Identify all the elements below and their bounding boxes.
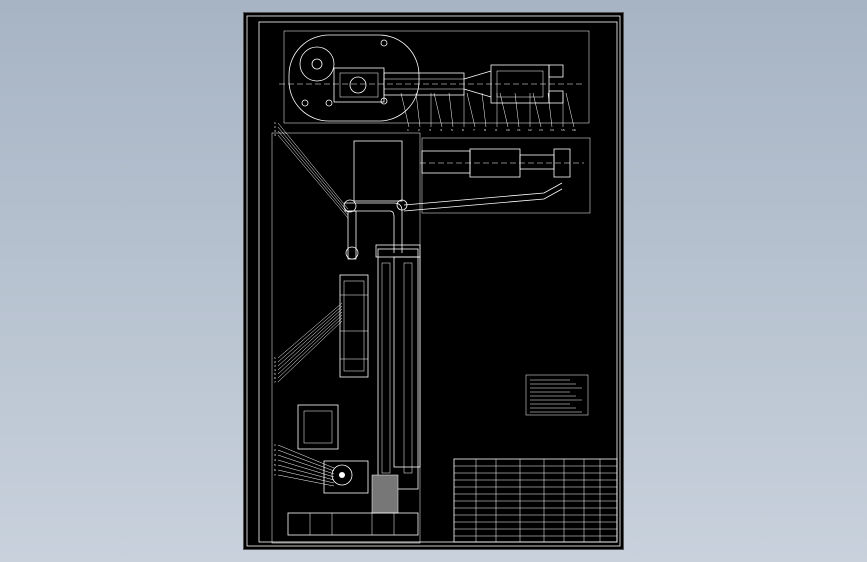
upper-arm-link xyxy=(403,182,563,206)
balloon-label: 4 xyxy=(440,128,442,132)
balloon-label: 16 xyxy=(572,128,576,132)
balloon-label: 1 xyxy=(274,121,276,125)
balloon-label: 4 xyxy=(274,458,276,462)
title-block xyxy=(453,458,618,543)
joint-pivot-2 xyxy=(396,199,408,211)
inner-frame xyxy=(258,21,618,543)
balloon-label: 3 xyxy=(274,129,276,133)
pulley-hub xyxy=(311,58,323,70)
motor-block-inner xyxy=(303,410,333,444)
balloon-label: 5 xyxy=(451,128,453,132)
column-guide-left xyxy=(381,262,391,474)
gear-center xyxy=(349,76,367,94)
balloon-label: 1 xyxy=(274,356,276,360)
column-assembly xyxy=(271,132,421,544)
base-gear-hub xyxy=(339,472,345,478)
balloon-label: 9 xyxy=(495,128,497,132)
pulley-disk xyxy=(299,46,335,82)
balloon-label: 1 xyxy=(407,128,409,132)
base-outline xyxy=(271,132,421,544)
balloon-label: 5 xyxy=(274,372,276,376)
gripper-jaw-lower xyxy=(548,90,564,104)
gear-block-inner xyxy=(339,72,379,98)
shoulder-housing xyxy=(353,140,403,202)
base-plate xyxy=(287,512,419,536)
mount-hole-3 xyxy=(380,39,388,47)
balloon-label: 15 xyxy=(561,128,565,132)
mount-hole-1 xyxy=(301,99,309,107)
balloon-label: 2 xyxy=(418,128,420,132)
balloon-label: 7 xyxy=(473,128,475,132)
column-cap xyxy=(375,244,421,258)
balloon-label: 3 xyxy=(274,364,276,368)
base-gear-box xyxy=(323,460,369,494)
motor-block xyxy=(297,404,339,450)
top-view-frame xyxy=(283,30,590,124)
balloon-label: 6 xyxy=(274,468,276,472)
balloon-label: 13 xyxy=(539,128,543,132)
balloon-label: 4 xyxy=(274,368,276,372)
wrist-shaft xyxy=(519,154,555,170)
balloon-label: 5 xyxy=(274,463,276,467)
notes-box xyxy=(525,374,589,416)
link-rod xyxy=(347,210,357,260)
balloon-label: 6 xyxy=(462,128,464,132)
balloon-label: 10 xyxy=(506,128,510,132)
balloon-label: 11 xyxy=(517,128,521,132)
gripper-jaw-upper xyxy=(548,64,564,78)
base-column-foot xyxy=(371,474,399,514)
side-view-arm-assembly xyxy=(403,137,591,214)
joint-pivot-3 xyxy=(345,246,359,260)
technical-notes xyxy=(525,374,589,416)
balloon-label: 12 xyxy=(528,128,532,132)
lift-cylinder-tube xyxy=(339,274,369,378)
outer-border xyxy=(246,15,621,547)
side-view-frame xyxy=(421,137,591,214)
elbow-bend xyxy=(344,202,403,253)
balloon-label: 14 xyxy=(550,128,554,132)
column-guide-right xyxy=(403,262,413,474)
lift-cylinder-inner xyxy=(343,280,365,372)
balloon-label: 2 xyxy=(274,360,276,364)
mount-hole-2 xyxy=(325,99,333,107)
top-view-body xyxy=(288,34,420,122)
balloon-label: 2 xyxy=(274,448,276,452)
title-block-frame xyxy=(453,458,618,543)
wrist-cylinder xyxy=(421,150,471,174)
top-view-arm-assembly xyxy=(279,30,590,124)
balloon-label: 6 xyxy=(274,376,276,380)
column-tube-outer xyxy=(393,256,421,468)
base-gear xyxy=(331,464,353,486)
balloon-label: 2 xyxy=(274,125,276,129)
balloon-label: 8 xyxy=(484,128,486,132)
balloon-label: 1 xyxy=(274,443,276,447)
balloon-label: 4 xyxy=(274,133,276,137)
balloon-label: 3 xyxy=(274,453,276,457)
balloon-label: 3 xyxy=(429,128,431,132)
balloon-label: 7 xyxy=(274,380,276,384)
joint-pivot-1 xyxy=(343,199,357,213)
balloon-label: 7 xyxy=(274,473,276,477)
